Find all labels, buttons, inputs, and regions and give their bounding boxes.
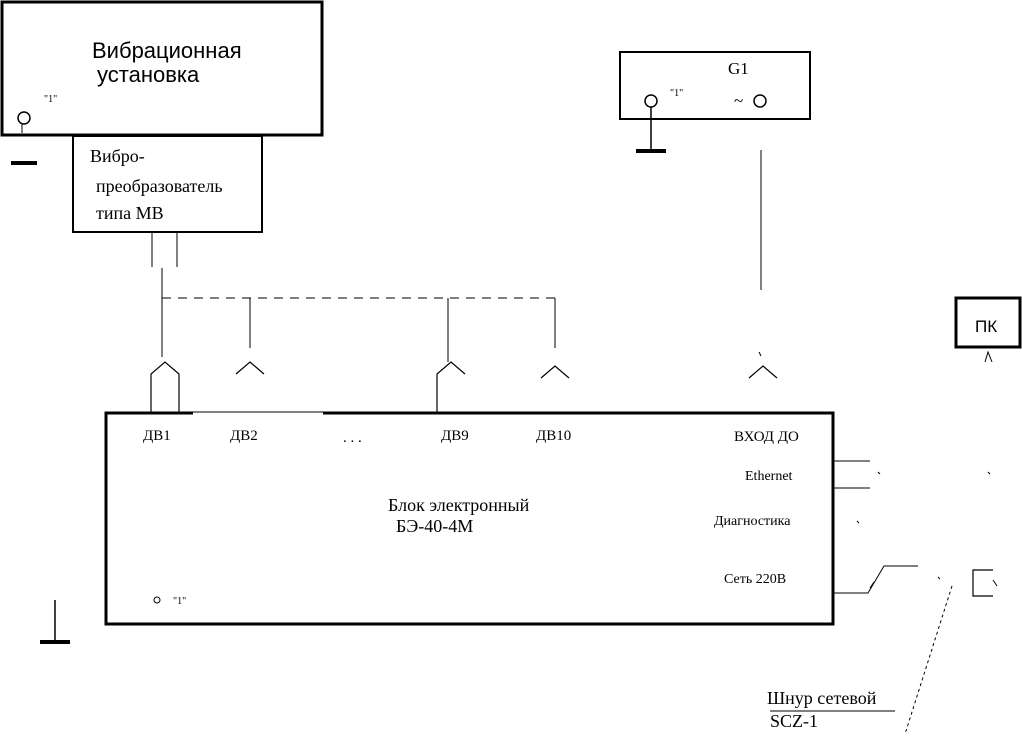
pc-box	[954, 296, 1022, 349]
electronic-unit-title-line2: БЭ-40-4М	[396, 516, 473, 536]
sensor-label-line3: типа МВ	[96, 203, 164, 223]
generator-ground-mark: "1"	[670, 88, 683, 99]
electronic-unit-box	[104, 411, 835, 626]
electronic-unit-ground-terminal-icon	[153, 596, 161, 604]
mains-cord-mark	[937, 576, 941, 580]
port-mains-label: Сеть 220В	[724, 572, 786, 587]
input-dv1-label: ДВ1	[143, 428, 171, 444]
mains-switch-icon	[833, 565, 918, 594]
generator-output-terminal-icon	[753, 94, 767, 108]
sensor-label-line2: преобразователь	[96, 176, 223, 196]
input-dv2-label: ДВ2	[230, 428, 258, 444]
signal-cable	[161, 268, 556, 362]
generator-g1: G1 "1" ~	[619, 51, 811, 290]
connector-dv2-icon	[235, 361, 265, 375]
diagnostics-port-mark	[856, 520, 860, 524]
mains-cord: Шнур сетевой SCZ-1	[767, 585, 953, 735]
mains-socket-icon	[972, 569, 993, 597]
ethernet-cable-mark	[877, 471, 881, 475]
connector-input-do-icon	[748, 365, 778, 379]
connector-dv10-icon	[540, 365, 570, 379]
generator-ground-terminal-icon	[644, 94, 658, 108]
vibration-unit-title-line2: установка	[97, 62, 200, 87]
electronic-unit-title-line1: Блок электронный	[388, 495, 530, 515]
vibration-unit-title-line1: Вибрационная	[92, 38, 242, 63]
pc-ethernet-mark	[987, 471, 991, 475]
cord-label-line2: SCZ-1	[770, 711, 818, 731]
input-dv10-label: ДВ10	[536, 428, 571, 444]
port-ethernet-label: Ethernet	[745, 469, 793, 484]
vibration-unit-ground-mark: "1"	[44, 94, 57, 105]
inputs-ellipsis: . . .	[343, 430, 362, 446]
vibration-unit: Вибрационная установка "1"	[0, 0, 324, 165]
generator-title: G1	[728, 59, 749, 78]
cord-label-line1: Шнур сетевой	[767, 688, 877, 708]
mains-switch-tick	[869, 581, 875, 589]
connectors	[150, 351, 778, 412]
pc-connector-icon	[984, 350, 993, 363]
sensor-label-line1: Вибро-	[90, 146, 145, 166]
generator-box	[619, 51, 811, 120]
electronic-unit: ДВ1 ДВ2 . . . ДВ9 ДВ10 ВХОД ДО Ethernet …	[40, 411, 835, 644]
electronic-unit-ground-mark: "1"	[173, 596, 186, 607]
ground-terminal-icon	[17, 111, 31, 125]
cord-leader-line	[904, 585, 953, 735]
pc: ПК	[954, 296, 1022, 363]
sensor-box	[72, 135, 263, 233]
port-diagnostics-label: Диагностика	[714, 514, 791, 529]
vibration-sensor: Вибро- преобразователь типа МВ	[72, 135, 263, 267]
mains-socket-tick	[992, 579, 998, 587]
connector-dv9-icon	[436, 361, 466, 412]
unit-ports	[833, 460, 998, 597]
pc-label: ПК	[975, 317, 997, 336]
input-do-label: ВХОД ДО	[734, 429, 799, 445]
input-dv9-label: ДВ9	[441, 428, 469, 444]
connector-dv1-icon	[150, 361, 180, 412]
connector-input-do-tick	[758, 351, 762, 357]
generator-ac-symbol: ~	[734, 91, 743, 110]
